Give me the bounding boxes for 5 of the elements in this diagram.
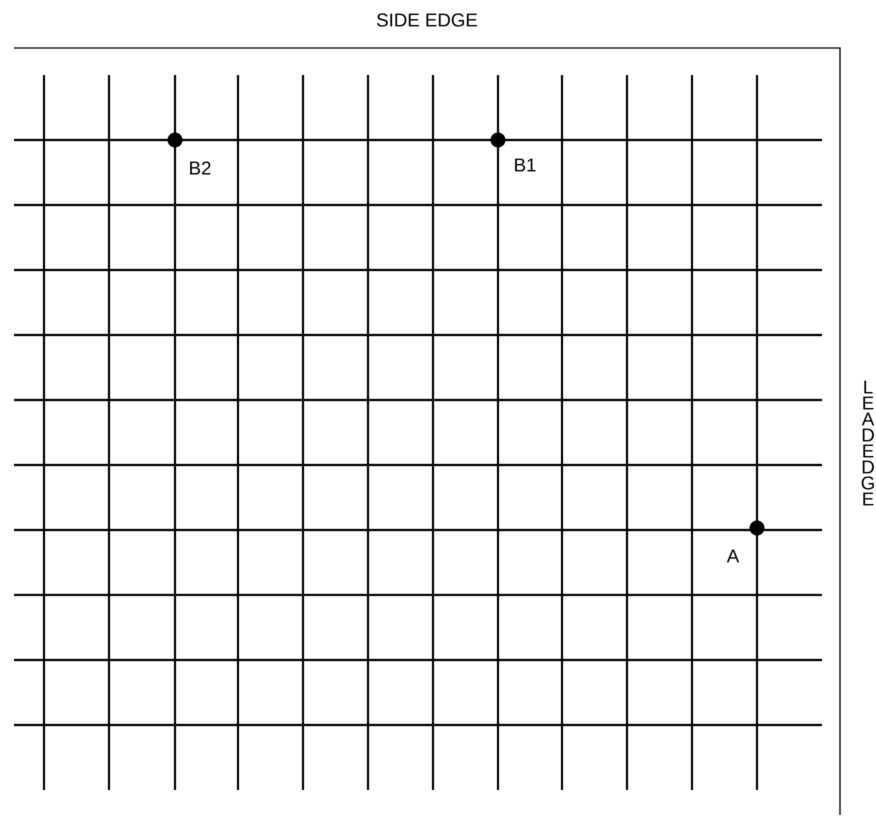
point-label: B2 — [190, 161, 210, 175]
side-label: SIDE EDGE — [377, 13, 477, 27]
side-label: LEAD EDGE — [862, 380, 874, 506]
point-label: B1 — [515, 158, 536, 172]
point-label: A — [726, 550, 740, 562]
